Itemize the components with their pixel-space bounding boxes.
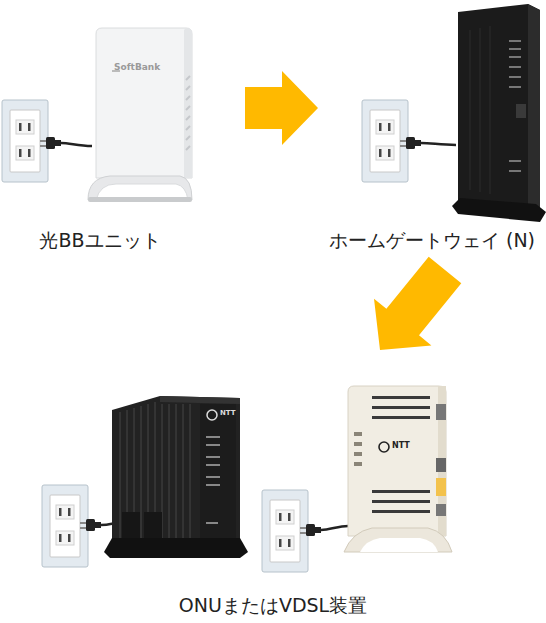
device-group: ホームゲートウェイ (N) — [318, 0, 546, 270]
flow-arrow — [374, 257, 461, 350]
device-label: 光BBユニット — [0, 228, 200, 254]
brand-label: SoftBank — [114, 62, 160, 72]
flow-arrow — [245, 71, 318, 145]
device-group: 光BBユニット — [0, 0, 245, 270]
device-label: ホームゲートウェイ (N) — [318, 228, 546, 254]
brand-label: NTT — [220, 409, 236, 417]
device-label: ONUまたはVDSL装置 — [0, 593, 546, 619]
brand-label: NTT — [392, 441, 410, 450]
device-group: ONUまたはVDSL装置 — [0, 350, 546, 623]
